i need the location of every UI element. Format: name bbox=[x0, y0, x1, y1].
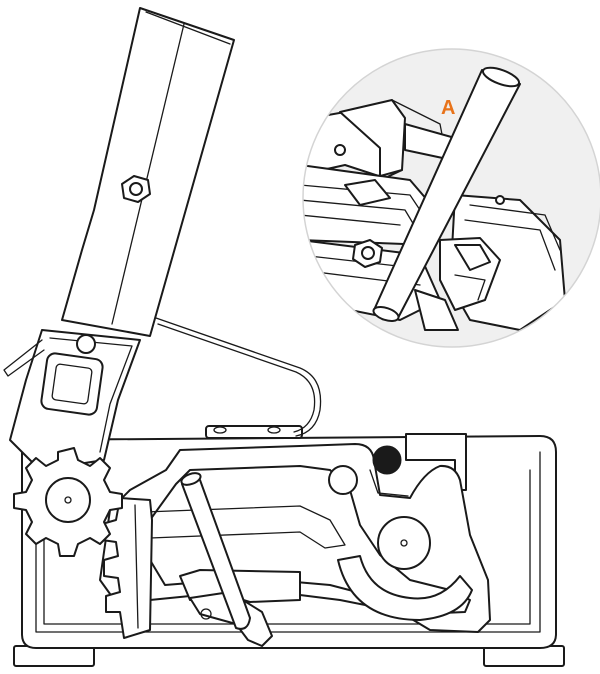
base-feet bbox=[13, 645, 565, 667]
pivot-disc-right bbox=[377, 516, 431, 570]
zoom-detail: A bbox=[302, 48, 600, 348]
zoom-mechanism bbox=[303, 66, 566, 331]
callout-label-a: A bbox=[441, 97, 455, 119]
steel-pin bbox=[372, 445, 402, 475]
lever-lock bbox=[179, 472, 301, 647]
toothed-rack bbox=[101, 497, 153, 639]
arm-assembly bbox=[3, 7, 322, 557]
